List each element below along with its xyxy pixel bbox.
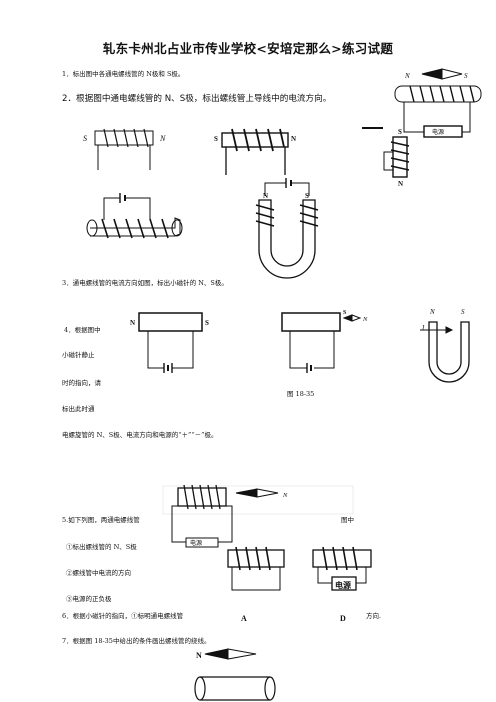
- q4-left-s-label: S: [205, 319, 209, 327]
- q4-right-s-label: S: [461, 308, 465, 316]
- question-5-line-1: 5.如下列图，两通电螺线管: [62, 516, 140, 524]
- power-box-top-label: 电源: [432, 128, 444, 136]
- q7-compass-needle: [204, 648, 257, 660]
- q1-left-s-label: S: [83, 134, 87, 143]
- question-6-start: 6．根据小磁针的指向，①标明通电螺线管: [62, 612, 184, 620]
- q5-needle-n-label: N: [282, 492, 288, 499]
- solenoid-q2-left: [86, 193, 183, 239]
- figure-caption: 图 18-35: [287, 390, 315, 398]
- question-4-line-4: 标出此时通: [62, 405, 95, 413]
- q4-figure-right: [420, 321, 470, 383]
- q7-tube: [194, 676, 276, 701]
- needle-top-n-label: N: [404, 72, 410, 80]
- question-7: 7．根据图 18-35中给出的条件画出螺线管的绕线。: [62, 637, 211, 645]
- needle-top-s-label: S: [464, 72, 468, 80]
- question-5-item-2: ②螺线管中电流的方向: [66, 569, 131, 577]
- question-4-line-1: 4．根据图中: [64, 326, 101, 334]
- q4-left-n-label: N: [130, 319, 135, 327]
- q6-figure-a: [227, 546, 285, 591]
- q6-label-a: A: [241, 614, 247, 623]
- q7-needle-n-label: N: [196, 651, 202, 660]
- q1-right-n-label: N: [398, 180, 403, 188]
- solenoid-top-right: [394, 85, 482, 138]
- q6-power-label: 电源: [335, 580, 351, 590]
- q4-right-i-label: I: [421, 324, 425, 332]
- q4-middle-n-label: N: [362, 316, 368, 323]
- question-5-line-1-end: 图中: [341, 516, 354, 524]
- u-magnet-n-label: N: [263, 192, 268, 200]
- question-5-item-3: ③电源的正负极: [66, 595, 112, 603]
- compass-needle-top: [421, 68, 463, 80]
- q6-label-d: D: [340, 614, 346, 623]
- question-5-item-1: ①标出螺线管的 N、S极: [66, 543, 137, 551]
- question-1: 1．标出图中各通电螺线管的 N极和 S极。: [62, 70, 185, 78]
- question-4-line-5: 电螺旋管的 N、S极、电流方向和电源的“＋”“－”极。: [62, 431, 218, 439]
- q1-right-s-label: S: [398, 128, 402, 136]
- question-2: 2．根据图中通电螺线管的 N、S极，标出螺线管上导线中的电流方向。: [62, 94, 332, 104]
- q4-middle-s-label: S: [343, 310, 347, 316]
- question-4-line-2: 小磁针静止: [62, 351, 95, 359]
- solenoid-q1-right-vertical: [362, 127, 410, 178]
- page-title: 轧东卡州北占业市传业学校<安培定那么>练习试题: [102, 41, 394, 56]
- q1-middle-s-label: S: [214, 135, 218, 143]
- q5-figure-top: [162, 484, 354, 548]
- solenoid-q1-left: [94, 128, 154, 170]
- q1-middle-n-label: N: [291, 135, 296, 143]
- solenoid-q1-middle: [221, 128, 289, 175]
- q1-left-n-label: N: [159, 134, 166, 143]
- q5-power-small-label: 电源: [190, 539, 202, 547]
- u-electromagnet-q2: [255, 178, 319, 279]
- question-3: 3．通电螺线管的电流方向如图，标出小磁针的 N、S极。: [62, 279, 228, 287]
- u-magnet-s-label: S: [305, 192, 309, 200]
- question-6-end: 方向.: [366, 612, 382, 620]
- q4-right-n-label: N: [429, 308, 435, 316]
- q4-figure-left: [138, 312, 203, 373]
- question-4-line-3: 时的指向，请: [62, 379, 101, 387]
- q4-figure-middle: [281, 312, 362, 373]
- q6-figure-d: [312, 546, 372, 591]
